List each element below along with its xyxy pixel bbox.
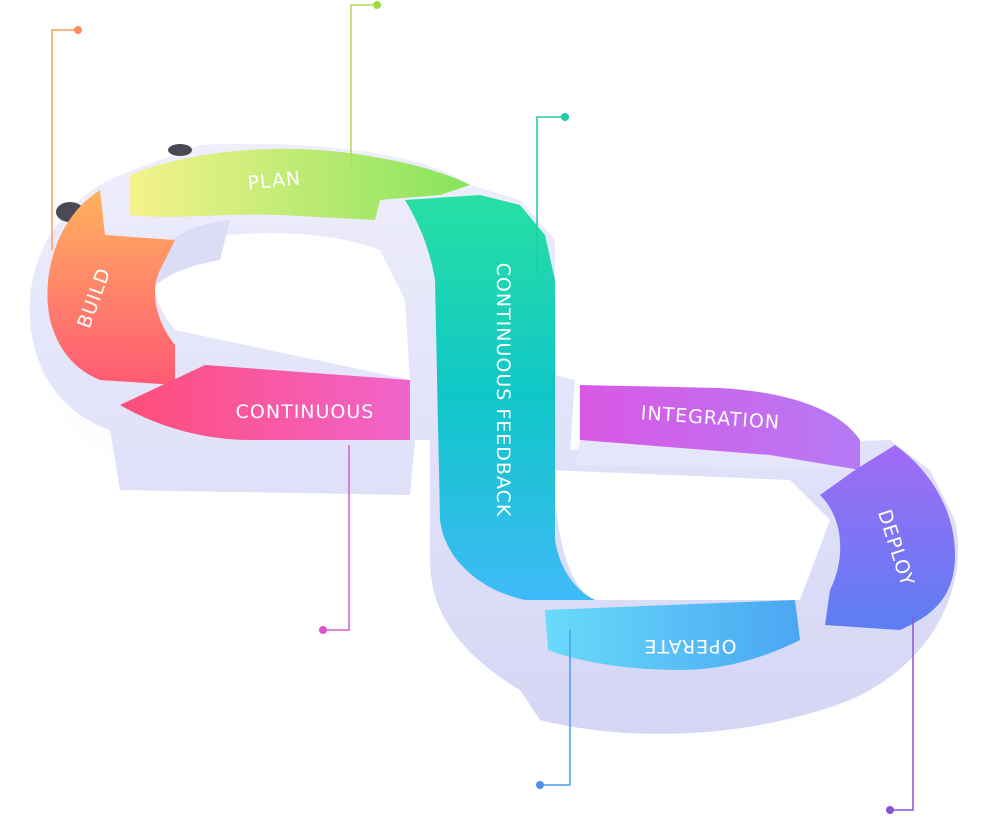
callout-continuous (319, 445, 350, 634)
segment-operate: OPERATE (545, 600, 800, 670)
segment-integration: INTEGRATION (580, 385, 860, 470)
callout-plan (350, 1, 381, 168)
callout-feedback (536, 113, 569, 275)
segment-continuous-feedback: CONTINUOUS FEEDBACK (405, 195, 595, 600)
segment-build: BUILD (47, 190, 175, 385)
segment-continuous: CONTINUOUS (120, 365, 410, 440)
segment-label-continuous-feedback: CONTINUOUS FEEDBACK (492, 263, 514, 518)
segment-label-operate: OPERATE (644, 635, 737, 657)
segment-label-continuous: CONTINUOUS (236, 401, 375, 423)
connector-stub (168, 144, 192, 156)
callout-deploy (886, 615, 914, 814)
callout-build (51, 26, 82, 250)
callout-operate (536, 630, 571, 789)
segment-deploy: DEPLOY (820, 445, 955, 630)
segment-plan: PLAN (130, 148, 470, 220)
